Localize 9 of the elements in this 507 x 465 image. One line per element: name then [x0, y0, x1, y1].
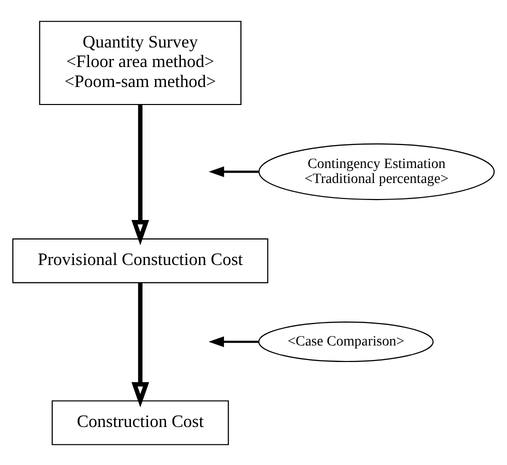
- node-box: Quantity Survey <Floor area method> <Poom-sam method>: [39, 20, 242, 105]
- node-box: Construction Cost: [52, 400, 229, 445]
- arrow: [208, 166, 259, 177]
- node-ellipse: Contingency Estimation <Traditional percentage>: [258, 142, 495, 200]
- node-ellipse: <Case Comparison>: [258, 321, 434, 362]
- arrow: [131, 282, 150, 407]
- node-box: Provisional Constuction Cost: [12, 238, 268, 283]
- arrow: [208, 336, 259, 347]
- arrow: [131, 104, 150, 245]
